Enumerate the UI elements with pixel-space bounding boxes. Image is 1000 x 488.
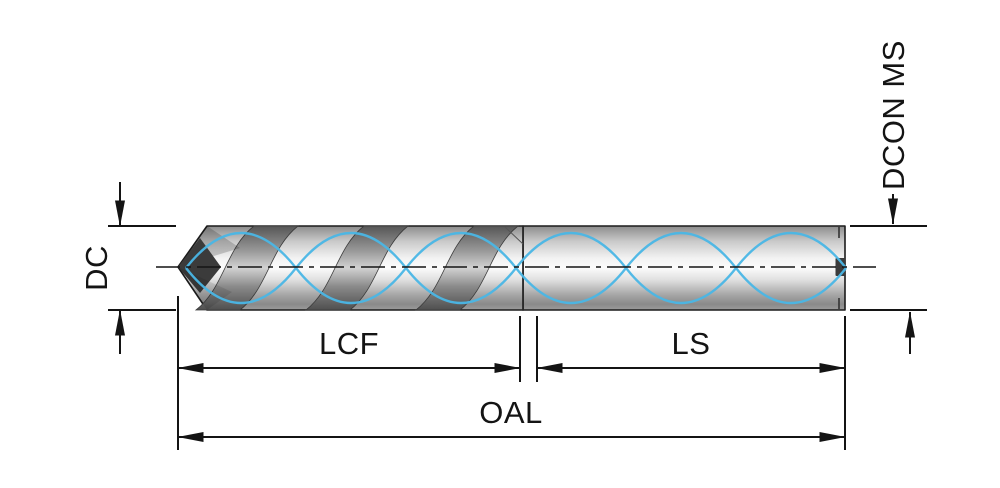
flute-band	[304, 225, 410, 311]
ls-label: LS	[672, 326, 711, 361]
flute-runout-line	[504, 226, 524, 245]
tip-chisel-edge	[178, 238, 221, 293]
dimension-oal: OAL	[177, 395, 846, 442]
dc-label: DC	[79, 245, 114, 291]
drill-shank	[522, 225, 846, 311]
coolant-channel-lines	[185, 232, 847, 304]
dimension-dc: DC	[79, 182, 176, 354]
dimension-ls: LS	[536, 316, 846, 450]
drill-body	[177, 225, 846, 311]
oal-label: OAL	[479, 395, 543, 430]
dimension-dcon-ms: DCON MS	[850, 40, 927, 354]
dcon-ms-label: DCON MS	[876, 40, 911, 190]
coolant-line-2	[185, 232, 847, 304]
dimension-lcf: LCF	[177, 296, 521, 450]
drill-flutes	[194, 225, 520, 311]
flute-band	[414, 225, 520, 311]
lcf-label: LCF	[319, 326, 379, 361]
flute-band	[194, 225, 300, 311]
